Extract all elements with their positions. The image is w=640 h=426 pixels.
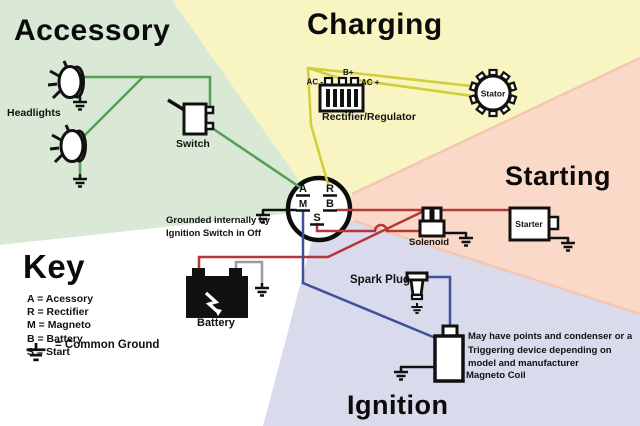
- terminal-a: A: [299, 183, 307, 195]
- terminal-m: M: [299, 199, 307, 210]
- stator-icon: Stator: [468, 68, 518, 118]
- charging-region: [172, 0, 640, 210]
- rectifier-label: Rectifier/Regulator: [322, 111, 416, 123]
- coil-note-line1: May have points and condenser or a: [468, 331, 633, 342]
- headlights-label: Headlights: [7, 107, 61, 119]
- grounded-note-line2: Ignition Switch in Off: [166, 228, 261, 239]
- stator-label: Stator: [481, 89, 506, 99]
- solenoid-icon: [418, 206, 446, 238]
- charging-wires: [306, 66, 482, 186]
- key-item: M = Magneto: [27, 319, 91, 332]
- key-title: Key: [23, 248, 86, 285]
- grounded-note-line1: Grounded internally by: [166, 215, 270, 226]
- battery-label: Battery: [197, 317, 235, 329]
- terminal-s: S: [313, 212, 320, 224]
- terminal-b: B: [326, 198, 334, 210]
- region-edge-lines: [351, 56, 640, 316]
- key-ground-label: = Common Ground: [55, 339, 160, 351]
- battery-minus: −: [226, 281, 236, 300]
- solenoid-label: Solenoid: [409, 237, 450, 248]
- battery-bolt: [204, 291, 220, 314]
- headlight-icon: [47, 60, 85, 100]
- key-item: B = Battery: [27, 332, 83, 345]
- switch-icon: [167, 98, 215, 136]
- starter-label: Starter: [515, 219, 543, 229]
- black-ground-wires: [261, 208, 570, 369]
- rectifier-b-plus-label: B+: [343, 68, 354, 77]
- key-items: A = Acessory R = Rectifier M = Magneto B…: [27, 293, 93, 359]
- ignition-switch-terminals: A R M B S: [296, 183, 337, 226]
- battery-bolt-tip: [214, 308, 222, 316]
- battery-icon: + −: [186, 268, 248, 318]
- charging-title: Charging: [307, 8, 443, 41]
- starting-region: [320, 58, 640, 315]
- switch-label: Switch: [176, 138, 210, 150]
- rectifier-ac-plus-label: AC +: [361, 78, 380, 87]
- coil-note: May have points and condenser or a Trigg…: [468, 330, 632, 371]
- accessory-title: Accessory: [14, 14, 171, 47]
- coil-note-line3: model and manufacturer: [468, 358, 579, 369]
- key-item: S = Start: [27, 345, 70, 358]
- magneto-coil-label: Magneto Coil: [466, 370, 526, 381]
- rectifier-ac-minus-label: AC -: [307, 78, 324, 87]
- key-item: R = Rectifier: [27, 306, 89, 319]
- headlight-icon: [49, 124, 87, 164]
- ignition-wires: [301, 209, 452, 341]
- battery-ground-wire: [234, 260, 264, 285]
- key-item: A = Acessory: [27, 293, 94, 305]
- ignition-region: [263, 210, 640, 426]
- rectifier-icon: [318, 76, 365, 113]
- coil-note-line2: Triggering device depending on: [468, 344, 612, 356]
- starting-title: Starting: [505, 161, 612, 191]
- magneto-coil-icon: [433, 324, 465, 383]
- ignition-title: Ignition: [347, 390, 449, 420]
- starter-icon: Starter: [508, 206, 560, 242]
- spark-plug-label: Spark Plug: [350, 274, 411, 286]
- spark-plug-icon: [405, 271, 429, 301]
- grounded-note: Grounded internally by Ignition Switch i…: [166, 214, 270, 240]
- terminal-r: R: [326, 183, 334, 195]
- battery-plus: +: [191, 282, 201, 301]
